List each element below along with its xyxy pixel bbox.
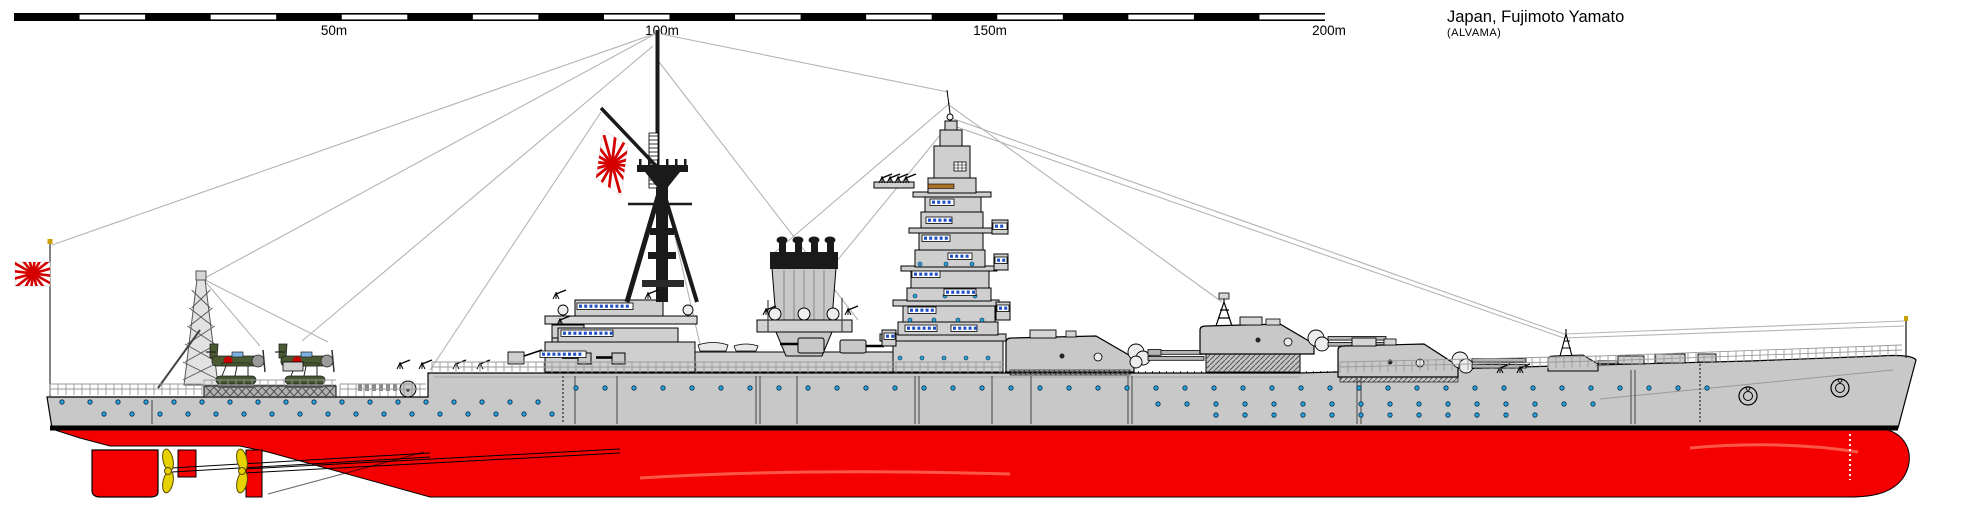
deckhouse-small: [282, 361, 304, 372]
barbette: [1206, 354, 1300, 372]
mainmast-tripod: [595, 30, 699, 303]
searchlight-icon: [768, 307, 782, 321]
scale-bar: 50m 100m 150m 200m: [14, 13, 1346, 38]
pagoda-bridge-mast: [873, 89, 1011, 373]
searchlight-icon: [826, 307, 840, 321]
rudder-skeg: [91, 449, 159, 498]
battle-flag-rising-sun-icon: [595, 129, 629, 197]
mast-platform: [642, 280, 684, 287]
flag-gaff: [599, 106, 660, 170]
shaft-bossing: [245, 449, 263, 498]
top-platform-rail: [639, 159, 687, 165]
funnel-uptake-pipes: [776, 236, 836, 254]
searchlight-platform: [756, 319, 853, 333]
jackstaff-finial: [1904, 316, 1908, 321]
searchlight-icon: [797, 307, 811, 321]
main-turret-b: [1199, 292, 1387, 373]
mainmast-column: [656, 187, 668, 302]
crane-boom: [157, 329, 201, 389]
ships-boat: [733, 343, 759, 352]
scale-bar-segments: [79, 14, 1325, 20]
deck-netting: [1009, 369, 1131, 376]
mast-band: [650, 228, 674, 235]
tripod-leg: [624, 189, 663, 303]
flag-deck-band: [927, 183, 955, 189]
funnel-cap: [770, 252, 838, 269]
secondary-mount: [839, 339, 884, 354]
stern-group: [14, 239, 337, 398]
scale-label-150m: 150m: [973, 23, 1007, 38]
propeller-shafts: [171, 448, 621, 474]
hull-shading-streak: [639, 470, 1011, 480]
tripod-leg: [661, 189, 699, 303]
anchor-icon: [1830, 378, 1850, 398]
propeller-icon: [162, 448, 174, 494]
bridge-platform: [544, 315, 698, 325]
gun-barrels: [1147, 349, 1205, 361]
rangefinder-tripod: [1559, 329, 1573, 357]
ships-boat: [697, 342, 729, 352]
secondary-mount: [780, 337, 825, 354]
catapult-deck: [203, 385, 337, 398]
mast-head: [645, 172, 680, 187]
searchlight-icon: [557, 304, 569, 316]
scale-label-200m: 200m: [1312, 23, 1346, 38]
naval-ensign-flag-icon: [14, 261, 51, 287]
propellers: [162, 448, 248, 494]
blast-bags: [1307, 329, 1330, 352]
anchor-icon: [1738, 386, 1758, 406]
flagstaff-finial: [47, 239, 53, 244]
bridge-window-strips: [539, 198, 1010, 358]
bow-knuckle-line: [1599, 369, 1894, 400]
searchlight-icon: [682, 304, 694, 316]
propeller-icon: [236, 448, 248, 494]
blast-bags: [1127, 343, 1151, 369]
aircraft-crane-tower: [157, 270, 220, 389]
shaft-strut: [177, 449, 197, 478]
deck-railings: [49, 344, 1903, 396]
turret-rangefinder: [1029, 329, 1057, 339]
pagoda-portholes: [897, 261, 991, 361]
mast-band: [648, 252, 676, 259]
page-title: Japan, Fujimoto Yamato: [1447, 8, 1625, 26]
underwater-hull: [54, 397, 1910, 498]
window-grid: [953, 161, 967, 172]
scale-label-50m: 50m: [321, 23, 347, 38]
rangefinder-top: [946, 113, 954, 121]
red-hull: [54, 429, 1910, 498]
title-block: Japan, Fujimoto Yamato (ALVAMA): [1447, 7, 1624, 40]
funnel: [756, 236, 884, 357]
topmast: [655, 30, 660, 170]
scale-bar-labels: 50m 100m 150m 200m: [321, 23, 1346, 38]
deckhouse-small: [1697, 353, 1717, 363]
page-subtitle: (ALVAMA): [1447, 27, 1502, 39]
porthole-rows: [59, 385, 1710, 418]
main-turret-a: [1005, 329, 1205, 373]
anti-aircraft-guns: [396, 173, 1531, 374]
turret-rangefinder-tripod: [1215, 296, 1233, 327]
mast-top-platform: [637, 165, 688, 172]
boot-topping-waterline: [50, 425, 1898, 431]
deck-netting: [1339, 376, 1459, 383]
hull-shading-streak: [1689, 443, 1859, 454]
